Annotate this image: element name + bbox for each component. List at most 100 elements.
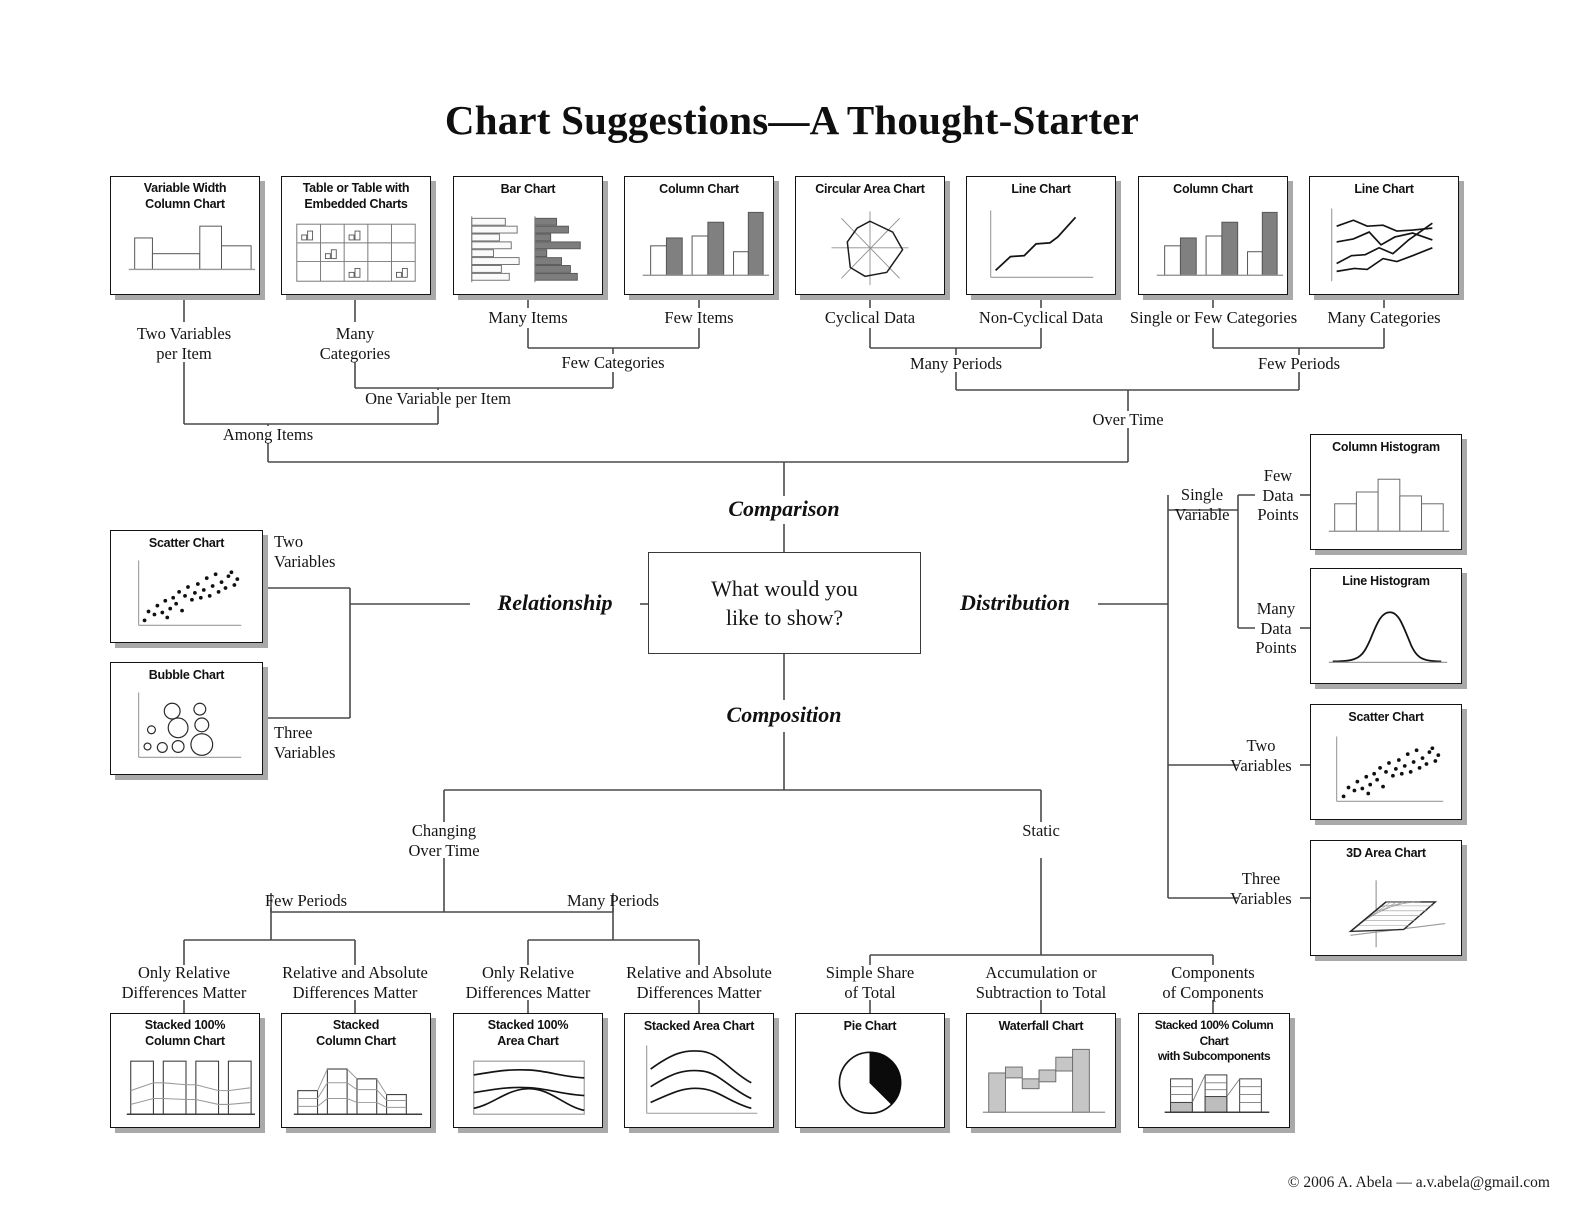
chart-box-circular-area[interactable]: Circular Area Chart bbox=[795, 176, 945, 295]
pie-chart-thumbnail bbox=[796, 1014, 944, 1127]
page-title: Chart Suggestions—A Thought-Starter bbox=[444, 97, 1140, 143]
stacked-column-thumbnail bbox=[282, 1014, 430, 1127]
stacked-100-column-thumbnail bbox=[111, 1014, 259, 1127]
edge-label-few-categories: Few Categories bbox=[561, 353, 665, 372]
3d-area-chart-thumbnail bbox=[1311, 841, 1461, 955]
scatter-chart-thumbnail bbox=[111, 531, 262, 642]
central-question-box[interactable]: What would you like to show? bbox=[648, 552, 921, 654]
chart-box-label: Stacked 100%Area Chart bbox=[487, 1018, 569, 1048]
chart-box-scatter-distribution[interactable]: Scatter Chart bbox=[1310, 704, 1462, 820]
category-composition: Composition bbox=[726, 702, 842, 727]
column-histogram-thumbnail bbox=[1311, 435, 1461, 549]
chart-box-waterfall-chart[interactable]: Waterfall Chart bbox=[966, 1013, 1116, 1128]
chart-box-label: Line Histogram bbox=[1342, 574, 1430, 588]
stacked-area-thumbnail bbox=[625, 1014, 773, 1127]
line-histogram-thumbnail bbox=[1311, 569, 1461, 683]
edge-label-few-periods-composition: Few Periods bbox=[264, 891, 348, 910]
edge-label-single-or-few-categories: Single or Few Categories bbox=[1129, 308, 1298, 327]
edge-label-over-time: Over Time bbox=[1092, 410, 1164, 429]
edge-label-one-variable-per-item: One Variable per Item bbox=[365, 389, 511, 408]
chart-box-column-chart-few-items[interactable]: Column Chart bbox=[624, 176, 774, 295]
edge-label-few-periods-comparison: Few Periods bbox=[1257, 354, 1341, 373]
chart-box-3d-area-chart[interactable]: 3D Area Chart bbox=[1310, 840, 1462, 956]
chart-box-label: Circular Area Chart bbox=[815, 182, 925, 196]
chart-box-label: Scatter Chart bbox=[148, 536, 225, 550]
column-chart-thumbnail bbox=[625, 177, 773, 294]
chart-box-label: Column Chart bbox=[659, 182, 739, 196]
scatter-chart-thumbnail bbox=[1311, 705, 1461, 819]
edge-label-many-periods-comparison: Many Periods bbox=[909, 354, 1003, 373]
bar-chart-thumbnail bbox=[454, 177, 602, 294]
stacked-100-area-thumbnail bbox=[454, 1014, 602, 1127]
central-question-line1: What would you bbox=[711, 576, 858, 601]
chart-box-label: Column Chart bbox=[1173, 182, 1253, 196]
chart-box-stacked-100-column[interactable]: Stacked 100%Column Chart bbox=[110, 1013, 260, 1128]
chart-box-pie-chart[interactable]: Pie Chart bbox=[795, 1013, 945, 1128]
chart-box-line-histogram[interactable]: Line Histogram bbox=[1310, 568, 1462, 684]
chart-box-label: Stacked 100%Column Chart bbox=[144, 1018, 226, 1048]
circular-area-thumbnail bbox=[796, 177, 944, 294]
chart-box-line-chart-many-categories[interactable]: Line Chart bbox=[1309, 176, 1459, 295]
chart-box-scatter-relationship[interactable]: Scatter Chart bbox=[110, 530, 263, 643]
variable-width-column-thumbnail bbox=[111, 177, 259, 294]
central-question-line2: like to show? bbox=[725, 605, 844, 630]
chart-box-label: Line Chart bbox=[1354, 182, 1414, 196]
chart-box-stacked-area[interactable]: Stacked Area Chart bbox=[624, 1013, 774, 1128]
chart-box-label: Column Histogram bbox=[1332, 440, 1440, 454]
chart-box-bar-chart[interactable]: Bar Chart bbox=[453, 176, 603, 295]
edge-label-many-categories-line: Many Categories bbox=[1327, 308, 1441, 327]
chart-box-line-chart-noncyclical[interactable]: Line Chart bbox=[966, 176, 1116, 295]
chart-box-label: Waterfall Chart bbox=[998, 1019, 1084, 1033]
edge-label-static: Static bbox=[1022, 821, 1060, 840]
bubble-chart-thumbnail bbox=[111, 663, 262, 774]
chart-box-label: Bar Chart bbox=[500, 182, 556, 196]
edge-label-few-items: Few Items bbox=[664, 308, 734, 327]
chart-box-column-chart-single-few[interactable]: Column Chart bbox=[1138, 176, 1288, 295]
line-chart-thumbnail bbox=[967, 177, 1115, 294]
edge-label-non-cyclical-data: Non-Cyclical Data bbox=[978, 308, 1104, 327]
edge-label-among-items: Among Items bbox=[222, 425, 314, 444]
column-chart-thumbnail bbox=[1139, 177, 1287, 294]
chart-box-bubble-chart[interactable]: Bubble Chart bbox=[110, 662, 263, 775]
edge-label-many-items: Many Items bbox=[488, 308, 568, 327]
chart-box-column-histogram[interactable]: Column Histogram bbox=[1310, 434, 1462, 550]
central-question-text: What would you like to show? bbox=[711, 574, 858, 632]
chart-box-stacked-100-area[interactable]: Stacked 100%Area Chart bbox=[453, 1013, 603, 1128]
chart-box-label: Bubble Chart bbox=[148, 668, 225, 682]
edge-label-cyclical-data: Cyclical Data bbox=[824, 308, 916, 327]
category-comparison: Comparison bbox=[728, 496, 840, 521]
table-embedded-thumbnail bbox=[282, 177, 430, 294]
category-distribution: Distribution bbox=[959, 590, 1071, 615]
line-chart-many-thumbnail bbox=[1310, 177, 1458, 294]
chart-box-label: Scatter Chart bbox=[1348, 710, 1424, 724]
stacked-100-subcomponents-thumbnail bbox=[1139, 1014, 1289, 1127]
edge-label-many-periods-composition: Many Periods bbox=[566, 891, 660, 910]
copyright-footer: © 2006 A. Abela — a.v.abela@gmail.com bbox=[1287, 1174, 1550, 1191]
chart-box-label: Stacked Area Chart bbox=[643, 1019, 755, 1033]
chart-box-label: Pie Chart bbox=[843, 1019, 897, 1033]
